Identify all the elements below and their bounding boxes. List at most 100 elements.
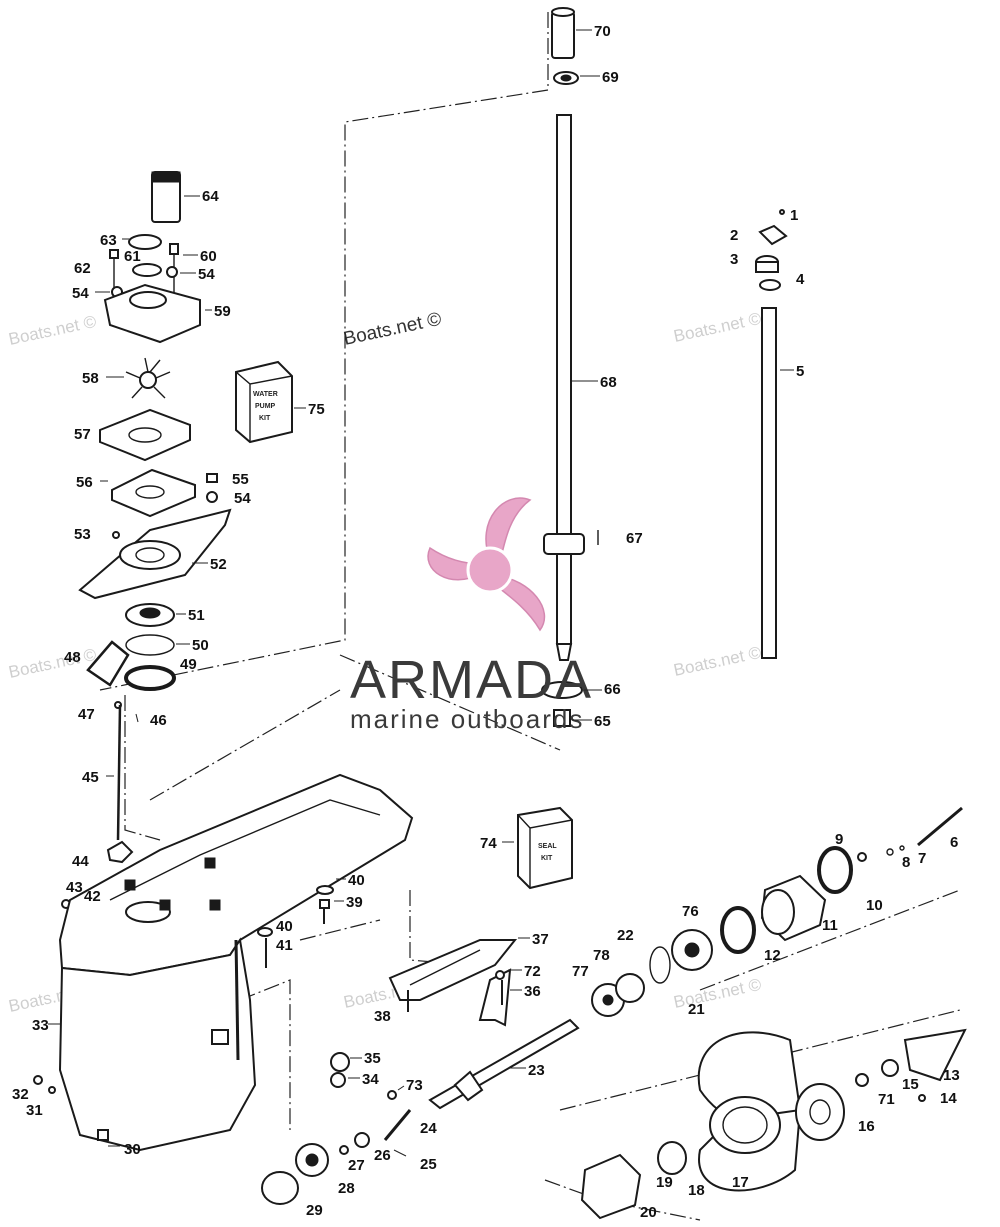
part-22 xyxy=(649,946,671,984)
callout-44: 44 xyxy=(72,853,89,870)
callout-26: 26 xyxy=(374,1147,391,1164)
callout-1: 1 xyxy=(790,207,798,224)
callout-62: 62 xyxy=(74,260,91,277)
callout-49: 49 xyxy=(180,656,197,673)
callout-23: 23 xyxy=(528,1062,545,1079)
callout-31: 31 xyxy=(26,1102,43,1119)
part-63 xyxy=(128,234,162,250)
callout-29: 29 xyxy=(306,1202,323,1219)
water-pump-kit-box: WATER PUMP KIT xyxy=(235,360,293,444)
callout-3: 3 xyxy=(730,251,738,268)
part-73 xyxy=(387,1090,397,1100)
part-54b xyxy=(166,266,178,278)
callout-67: 67 xyxy=(626,530,643,547)
callout-30: 30 xyxy=(124,1141,141,1158)
part-70-bushing xyxy=(551,11,575,59)
seal-kit-box: SEAL KIT xyxy=(517,806,573,890)
callout-36: 36 xyxy=(524,983,541,1000)
part-59-pump-housing xyxy=(103,283,201,344)
callout-24: 24 xyxy=(420,1120,437,1137)
callout-34: 34 xyxy=(362,1071,379,1088)
callout-75: 75 xyxy=(308,401,325,418)
callout-25: 25 xyxy=(420,1156,437,1173)
part-15-nut xyxy=(881,1059,899,1077)
logo-tagline: marine outboards xyxy=(350,704,584,734)
part-60 xyxy=(169,243,179,255)
part-45-rod xyxy=(116,704,122,841)
callout-54a: 54 xyxy=(198,266,215,283)
gear-train xyxy=(261,1018,580,1205)
watermark: Boats.net © xyxy=(7,645,99,682)
callout-33: 33 xyxy=(32,1017,49,1034)
callout-55: 55 xyxy=(232,471,249,488)
part-30-plug xyxy=(97,1129,109,1141)
part-44 xyxy=(106,840,134,864)
part-26-clutch xyxy=(354,1132,370,1148)
callout-59: 59 xyxy=(214,303,231,320)
callout-56: 56 xyxy=(76,474,93,491)
callout-41: 41 xyxy=(276,937,293,954)
callout-58: 58 xyxy=(82,370,99,387)
callout-66: 66 xyxy=(604,681,621,698)
part-64-top xyxy=(151,171,181,183)
callout-21: 21 xyxy=(688,1001,705,1018)
callout-52: 52 xyxy=(210,556,227,573)
callout-18: 18 xyxy=(688,1182,705,1199)
callout-51: 51 xyxy=(188,607,205,624)
callout-35: 35 xyxy=(364,1050,381,1067)
callout-40a: 40 xyxy=(348,872,365,889)
part-65-bearing xyxy=(553,709,571,727)
part-40b xyxy=(257,927,273,937)
part-7 xyxy=(899,845,905,851)
gearcase-housing xyxy=(33,773,414,1152)
part-61 xyxy=(132,263,162,277)
callout-8: 8 xyxy=(902,854,910,871)
callout-17: 17 xyxy=(732,1174,749,1191)
callout-13: 13 xyxy=(943,1067,960,1084)
callout-64: 64 xyxy=(202,188,219,205)
callout-78: 78 xyxy=(593,947,610,964)
part-71 xyxy=(855,1073,869,1087)
part-32 xyxy=(33,1075,43,1085)
callout-labels: 70 69 68 67 66 65 64 63 61 60 62 54 54 5… xyxy=(12,23,960,1221)
callout-72: 72 xyxy=(524,963,541,980)
part-8 xyxy=(886,848,894,856)
part-33-gearcase-lower xyxy=(58,937,257,1152)
callout-10: 10 xyxy=(866,897,883,914)
kit-label-line: PUMP xyxy=(255,403,276,410)
part-20-thrust xyxy=(580,1153,642,1220)
callout-37: 37 xyxy=(532,931,549,948)
callout-19: 19 xyxy=(656,1174,673,1191)
callout-70: 70 xyxy=(594,23,611,40)
watermark: Boats.net © xyxy=(672,309,764,346)
water-tube-assembly xyxy=(755,209,788,659)
callout-65: 65 xyxy=(594,713,611,730)
callout-20: 20 xyxy=(640,1204,657,1221)
callout-76: 76 xyxy=(682,903,699,920)
part-72 xyxy=(495,970,505,980)
part-6-bolt xyxy=(917,806,963,847)
callout-9: 9 xyxy=(835,831,843,848)
part-35-gear xyxy=(330,1052,350,1072)
part-18-hub xyxy=(709,1096,781,1154)
part-67-gear xyxy=(543,533,585,555)
part-14 xyxy=(918,1094,926,1102)
part-27 xyxy=(339,1145,349,1155)
callout-71: 71 xyxy=(878,1091,895,1108)
callout-5: 5 xyxy=(796,363,804,380)
callout-11: 11 xyxy=(822,917,838,934)
callout-77: 77 xyxy=(572,963,589,980)
callout-46: 46 xyxy=(150,712,167,729)
callout-73: 73 xyxy=(406,1077,423,1094)
callout-22: 22 xyxy=(617,927,634,944)
callout-7: 7 xyxy=(918,850,926,867)
part-9 xyxy=(857,852,867,862)
callout-74: 74 xyxy=(480,835,497,852)
callout-28: 28 xyxy=(338,1180,355,1197)
part-23-propshaft xyxy=(428,1018,580,1110)
part-54c xyxy=(206,491,218,503)
part-12-ring xyxy=(720,906,756,954)
part-49-ring xyxy=(124,665,176,691)
callout-6: 6 xyxy=(950,834,958,851)
